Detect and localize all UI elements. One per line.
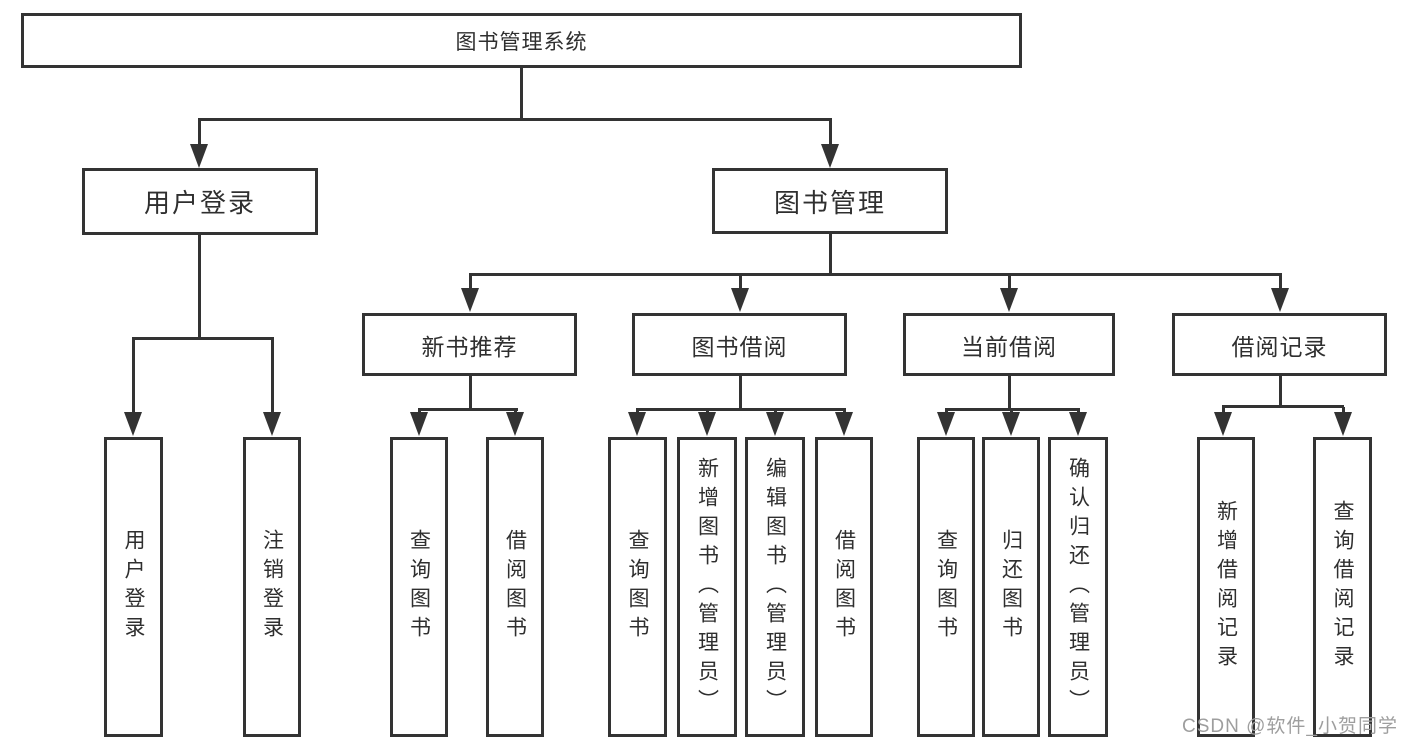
leaf-label: 查询图书 (934, 529, 958, 645)
connector-line (271, 339, 274, 414)
node-user-login: 用户登录 (82, 168, 318, 235)
csdn-watermark: CSDN @软件_小贺同学 (1182, 716, 1398, 737)
leaf-borrow-books-recommend: 借阅图书 (486, 437, 544, 737)
connector-line (1342, 407, 1345, 415)
arrowhead-icon (1271, 288, 1289, 312)
connector-line (1279, 376, 1282, 407)
node-library-management-system: 图书管理系统 (21, 13, 1022, 68)
connector-line (1008, 275, 1011, 290)
connector-line (1008, 376, 1011, 410)
connector-line (636, 408, 846, 411)
leaf-label: 查询图书 (626, 529, 649, 645)
arrowhead-icon (506, 412, 524, 436)
connector-line (198, 235, 201, 339)
leaf-add-books-admin: 新增图书（管理员） (677, 437, 737, 737)
connector-line (829, 120, 832, 146)
arrowhead-icon (835, 412, 853, 436)
arrowhead-icon (263, 412, 281, 436)
node-label: 新书推荐 (421, 333, 518, 360)
leaf-label: 新增借阅记录 (1214, 500, 1238, 674)
arrowhead-icon (1214, 412, 1232, 436)
arrowhead-icon (461, 288, 479, 312)
connector-line (469, 275, 472, 290)
connector-line (829, 234, 832, 275)
arrowhead-icon (937, 412, 955, 436)
node-book-management: 图书管理 (712, 168, 948, 234)
arrowhead-icon (190, 144, 208, 168)
leaf-logout-login: 注销登录 (243, 437, 301, 737)
leaf-label: 用户登录 (122, 529, 145, 645)
leaf-query-books-current: 查询图书 (917, 437, 975, 737)
connector-line (739, 376, 742, 410)
connector-line (418, 408, 518, 411)
node-label: 图书管理系统 (455, 30, 588, 54)
node-current-borrowing: 当前借阅 (903, 313, 1115, 376)
connector-line (198, 120, 201, 146)
node-borrowing-records: 借阅记录 (1172, 313, 1387, 376)
arrowhead-icon (1000, 288, 1018, 312)
leaf-confirm-return-admin: 确认归还（管理员） (1048, 437, 1108, 737)
leaf-query-books-borrowing: 查询图书 (608, 437, 667, 737)
connector-line (739, 275, 742, 290)
arrowhead-icon (766, 412, 784, 436)
connector-line (469, 273, 1282, 276)
leaf-user-login: 用户登录 (104, 437, 163, 737)
arrowhead-icon (124, 412, 142, 436)
node-label: 用户登录 (143, 188, 256, 218)
leaf-add-borrow-record: 新增借阅记录 (1197, 437, 1255, 737)
connector-line (132, 339, 135, 414)
connector-line (945, 408, 1080, 411)
leaf-label: 注销登录 (260, 529, 284, 645)
leaf-label: 新增图书（管理员） (695, 456, 719, 718)
node-label: 借阅记录 (1231, 333, 1328, 360)
leaf-label: 查询图书 (407, 529, 431, 645)
connector-line (132, 337, 274, 340)
arrowhead-icon (1002, 412, 1020, 436)
arrowhead-icon (698, 412, 716, 436)
node-label: 图书借阅 (691, 333, 788, 360)
leaf-label: 查询借阅记录 (1331, 500, 1354, 674)
connector-line (198, 118, 832, 121)
node-book-borrowing: 图书借阅 (632, 313, 847, 376)
leaf-query-books-recommend: 查询图书 (390, 437, 448, 737)
arrowhead-icon (731, 288, 749, 312)
leaf-label: 借阅图书 (832, 529, 856, 645)
leaf-label: 确认归还（管理员） (1066, 456, 1090, 718)
connector-line (1279, 275, 1282, 290)
leaf-label: 归还图书 (999, 529, 1023, 645)
node-label: 当前借阅 (961, 333, 1057, 360)
leaf-label: 借阅图书 (503, 529, 527, 645)
arrowhead-icon (821, 144, 839, 168)
arrowhead-icon (628, 412, 646, 436)
leaf-return-books: 归还图书 (982, 437, 1040, 737)
connector-line (469, 376, 472, 410)
node-label: 图书管理 (773, 187, 886, 218)
connector-line (1222, 405, 1344, 408)
leaf-borrow-books: 借阅图书 (815, 437, 873, 737)
leaf-query-borrow-record: 查询借阅记录 (1313, 437, 1372, 737)
arrowhead-icon (1069, 412, 1087, 436)
arrowhead-icon (410, 412, 428, 436)
connector-line (1222, 407, 1225, 415)
leaf-label: 编辑图书（管理员） (763, 456, 787, 718)
leaf-edit-books-admin: 编辑图书（管理员） (745, 437, 805, 737)
connector-line (520, 68, 523, 120)
arrowhead-icon (1334, 412, 1352, 436)
node-new-book-recommendation: 新书推荐 (362, 313, 577, 376)
